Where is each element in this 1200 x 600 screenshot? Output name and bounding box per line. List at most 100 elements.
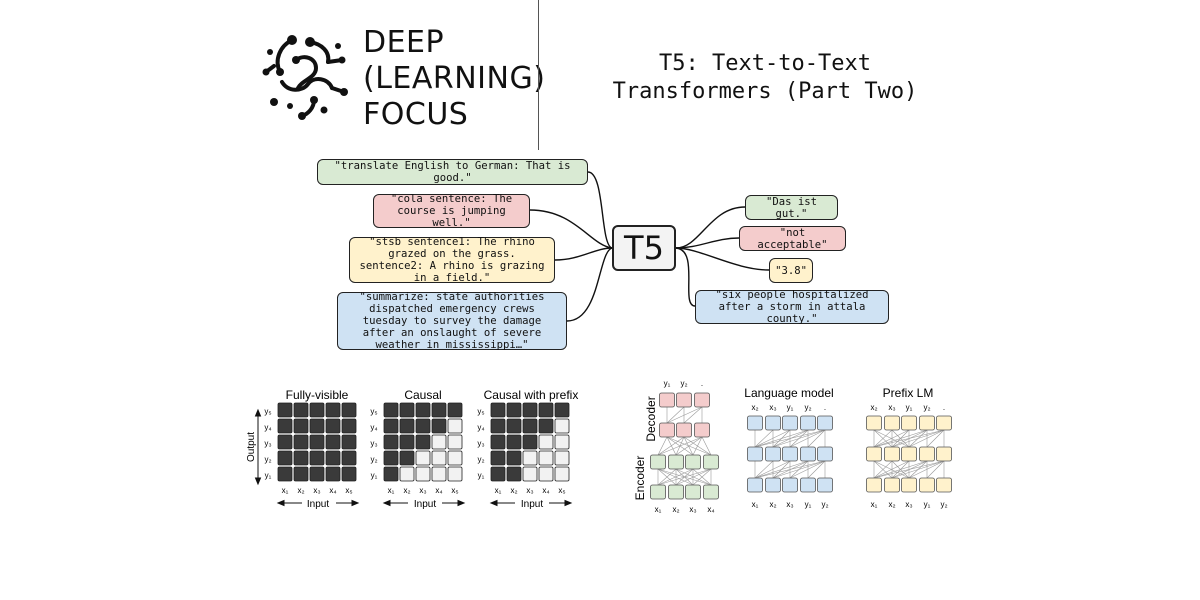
arch-node bbox=[668, 454, 684, 470]
mask-col-label: x₅ bbox=[558, 486, 565, 495]
arch-node bbox=[650, 454, 666, 470]
mask-cell bbox=[506, 450, 522, 466]
mask-cell bbox=[490, 402, 506, 418]
mask-cell bbox=[383, 402, 399, 418]
arch-token-label: x₁ bbox=[752, 500, 759, 509]
mask-cell bbox=[309, 450, 325, 466]
arch-token-label: x₂ bbox=[751, 403, 758, 412]
arch-token-label: x₃ bbox=[888, 403, 895, 412]
arch-edge bbox=[926, 429, 945, 448]
arch-edge bbox=[666, 436, 694, 456]
arch-edge bbox=[891, 460, 928, 479]
arch-edge bbox=[873, 460, 893, 479]
arch-token-label: x₄ bbox=[707, 505, 714, 514]
arch-edge bbox=[772, 429, 809, 448]
arch-node bbox=[765, 415, 781, 431]
mask-col-label: x₄ bbox=[542, 486, 549, 495]
mask-cell bbox=[309, 402, 325, 418]
mask-cell bbox=[538, 402, 554, 418]
arch-edge bbox=[692, 468, 712, 486]
mask-col-label: x₃ bbox=[313, 486, 320, 495]
arch-edge bbox=[701, 436, 712, 456]
arch-edge bbox=[772, 429, 791, 448]
mask-cell bbox=[490, 418, 506, 434]
mask-cell bbox=[447, 466, 463, 482]
mask-title: Causal bbox=[404, 388, 441, 402]
arch-node bbox=[765, 477, 781, 493]
neural-network-logo-icon bbox=[262, 35, 348, 120]
mask-cell bbox=[538, 466, 554, 482]
mask-cell bbox=[293, 418, 309, 434]
mask-cell bbox=[522, 466, 538, 482]
mask-row-label: y₃ bbox=[264, 439, 271, 448]
mask-cell bbox=[325, 450, 341, 466]
arch-token-label: y₂ bbox=[804, 403, 811, 412]
arch-node bbox=[936, 415, 952, 431]
arch-node bbox=[703, 454, 719, 470]
arch-node bbox=[685, 484, 701, 500]
arch-node bbox=[901, 446, 917, 462]
arch-edge bbox=[666, 436, 712, 456]
input-translate-box: "translate English to German: That is go… bbox=[317, 159, 588, 185]
mask-cell bbox=[447, 418, 463, 434]
mask-cell bbox=[325, 466, 341, 482]
arch-edge bbox=[873, 429, 910, 448]
arch-edge bbox=[789, 429, 826, 448]
mask-cell bbox=[277, 402, 293, 418]
page-title: T5: Text-to-Text Transformers (Part Two) bbox=[560, 50, 970, 106]
arch-token-label: y₂ bbox=[923, 403, 930, 412]
arch-node bbox=[747, 477, 763, 493]
arch-token-label: y₂ bbox=[821, 500, 828, 509]
arch-edge bbox=[666, 406, 685, 424]
arch-node bbox=[659, 422, 675, 438]
arch-token-label: y₂ bbox=[940, 500, 947, 509]
arch-token-label: x₃ bbox=[689, 505, 696, 514]
mask-cell bbox=[447, 402, 463, 418]
mask-cell bbox=[522, 434, 538, 450]
mask-cell bbox=[399, 450, 415, 466]
mask-cell bbox=[309, 466, 325, 482]
mask-row-label: y₃ bbox=[370, 439, 377, 448]
t5-center-node: T5 bbox=[612, 225, 676, 271]
connector-line bbox=[566, 247, 613, 322]
arch-node bbox=[901, 477, 917, 493]
mask-cell bbox=[538, 418, 554, 434]
header-divider bbox=[538, 0, 539, 150]
mask-cell bbox=[522, 402, 538, 418]
arch-node bbox=[884, 446, 900, 462]
arch-edge bbox=[908, 460, 928, 479]
arch-token-label: x₃ bbox=[905, 500, 912, 509]
arch-token-label: x₂ bbox=[672, 505, 679, 514]
arch-node bbox=[866, 477, 882, 493]
mask-row-label: y₅ bbox=[370, 407, 377, 416]
arch-edge bbox=[807, 429, 826, 448]
arch-node bbox=[817, 446, 833, 462]
mask-cell bbox=[341, 450, 357, 466]
arch-node bbox=[919, 477, 935, 493]
arch-edge bbox=[807, 460, 826, 479]
arch-node bbox=[650, 484, 666, 500]
input-stsb-box: "stsb sentence1: The rhino grazed on the… bbox=[349, 236, 555, 284]
mask-row-label: y₅ bbox=[477, 407, 484, 416]
mask-col-label: x₄ bbox=[329, 486, 336, 495]
arch-token-label: y₁ bbox=[805, 500, 812, 509]
mask-cell bbox=[490, 450, 506, 466]
connector-line bbox=[675, 247, 770, 271]
arch-token-label: x₁ bbox=[655, 505, 662, 514]
mask-cell bbox=[325, 434, 341, 450]
mask-cell bbox=[399, 418, 415, 434]
connector-line bbox=[554, 247, 613, 261]
mask-cell bbox=[399, 402, 415, 418]
arch-node bbox=[747, 415, 763, 431]
arch-edge bbox=[789, 429, 809, 448]
output-acceptability-box: "not acceptable" bbox=[739, 226, 846, 251]
mask-cell bbox=[277, 466, 293, 482]
mask-cell bbox=[506, 466, 522, 482]
mask-cell bbox=[309, 418, 325, 434]
arch-token-label: y₂ bbox=[680, 379, 687, 388]
mask-cell bbox=[506, 402, 522, 418]
mask-cell bbox=[490, 466, 506, 482]
mask-col-label: x₂ bbox=[403, 486, 410, 495]
logo-line: DEEP bbox=[363, 25, 445, 60]
arch-node bbox=[659, 392, 675, 408]
